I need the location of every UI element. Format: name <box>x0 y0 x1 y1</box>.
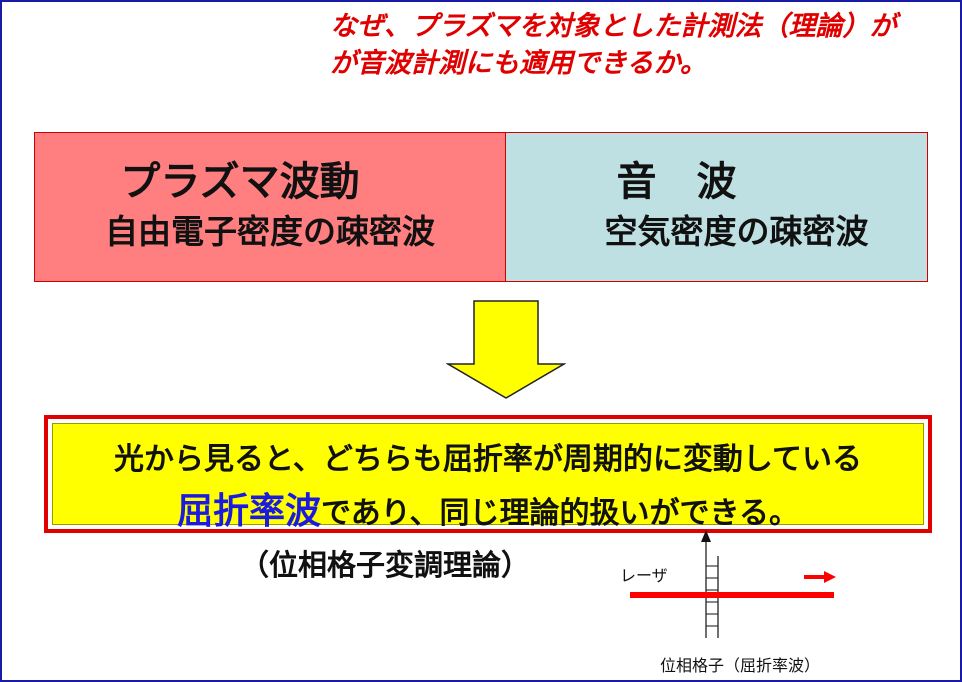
conclusion-inner: 光から見ると、どちらも屈折率が周期的に変動している 屈折率波であり、同じ理論的扱… <box>52 423 924 532</box>
title-line-1: なぜ、プラズマを対象とした計測法（理論）が <box>330 11 897 42</box>
conclusion-line-1: 光から見ると、どちらも屈折率が周期的に変動している <box>114 442 862 477</box>
slide-title: なぜ、プラズマを対象とした計測法（理論）が が音波計測にも適用できるか。 <box>330 8 950 82</box>
sound-wave-box: 音 波 空気密度の疎密波 <box>505 132 928 282</box>
conclusion-line-2: 屈折率波であり、同じ理論的扱いができる。 <box>53 482 923 534</box>
sound-wave-subheading: 空気密度の疎密波 <box>604 212 869 251</box>
phase-grating-label: 位相格子（屈折率波） <box>660 656 821 675</box>
plasma-wave-subheading: 自由電子密度の疎密波 <box>105 212 435 251</box>
laser-label: レーザ <box>620 566 668 585</box>
refractive-index-wave-keyword: 屈折率波 <box>177 491 322 532</box>
phase-grating-diagram <box>630 530 836 638</box>
right-arrow-icon <box>804 571 836 583</box>
plasma-wave-heading: プラズマ波動 <box>120 159 360 205</box>
plasma-wave-box: プラズマ波動 自由電子密度の疎密波 <box>34 132 506 282</box>
theory-label: （位相格子変調理論） <box>240 548 531 582</box>
grating-lines <box>705 538 719 638</box>
title-line-2: が音波計測にも適用できるか。 <box>330 48 707 79</box>
down-arrow-icon <box>446 300 566 399</box>
conclusion-line-2-rest: であり、同じ理論的扱いができる。 <box>321 496 799 531</box>
conclusion-box: 光から見ると、どちらも屈折率が周期的に変動している 屈折率波であり、同じ理論的扱… <box>44 415 932 533</box>
sound-wave-heading: 音 波 <box>616 159 737 205</box>
up-arrow-icon <box>701 530 711 542</box>
